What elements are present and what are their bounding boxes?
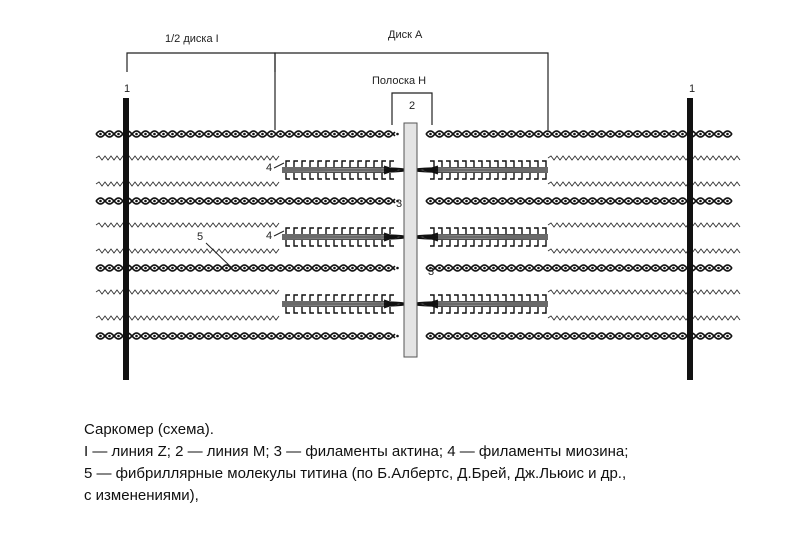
titin-spring-right-2 xyxy=(547,222,741,228)
titin-spring-right-3 xyxy=(547,248,741,254)
caption-line-1: Саркомер (схема). xyxy=(84,421,214,438)
disk-a-label: Диск А xyxy=(388,29,423,41)
m-line-label: 2 xyxy=(409,100,415,112)
actin-filaments xyxy=(95,130,733,340)
actin-right-1 xyxy=(425,197,733,205)
bracket-half-disk-i xyxy=(126,52,276,72)
myosin-label-1: 4 xyxy=(266,162,272,174)
actin-label-1: 3 xyxy=(396,198,402,210)
caption-line-3: 5 — фибриллярные молекулы титина (по Б.А… xyxy=(84,465,627,482)
half-disk-i-label: 1/2 диска I xyxy=(165,33,219,45)
titin-spring-right-4 xyxy=(547,289,741,295)
actin-label-2: 3 xyxy=(428,266,434,278)
myosin-filament-1 xyxy=(281,227,549,247)
z-line-left xyxy=(123,98,129,380)
titin-spring-right-0 xyxy=(547,155,741,161)
m-line xyxy=(403,122,418,358)
z-line-left-label: 1 xyxy=(124,83,130,95)
actin-left-1 xyxy=(95,197,399,205)
h-band-label: Полоска Н xyxy=(372,75,426,87)
titin-spring-right-5 xyxy=(547,315,741,321)
actin-left-2 xyxy=(95,264,399,272)
myosin-pointer-2 xyxy=(273,230,285,237)
titin-label: 5 xyxy=(197,231,203,243)
caption-line-4: с изменениями), xyxy=(84,487,199,504)
actin-right-3 xyxy=(425,332,733,340)
z-line-right-label: 1 xyxy=(689,83,695,95)
titin-spring-right-1 xyxy=(547,181,741,187)
caption-line-2: I — линия Z; 2 — линия M; 3 — филаменты … xyxy=(84,443,629,460)
actin-left-0 xyxy=(95,130,399,138)
h-band-box xyxy=(391,92,433,125)
bracket-disk-a xyxy=(274,52,549,130)
actin-right-0 xyxy=(425,130,733,138)
z-line-right xyxy=(687,98,693,380)
figure-caption: Саркомер (схема). I — линия Z; 2 — линия… xyxy=(84,419,784,507)
actin-left-3 xyxy=(95,332,399,340)
actin-right-2 xyxy=(425,264,733,272)
myosin-pointer-1 xyxy=(273,162,285,169)
titin-pointer xyxy=(205,242,233,269)
myosin-label-2: 4 xyxy=(266,230,272,242)
